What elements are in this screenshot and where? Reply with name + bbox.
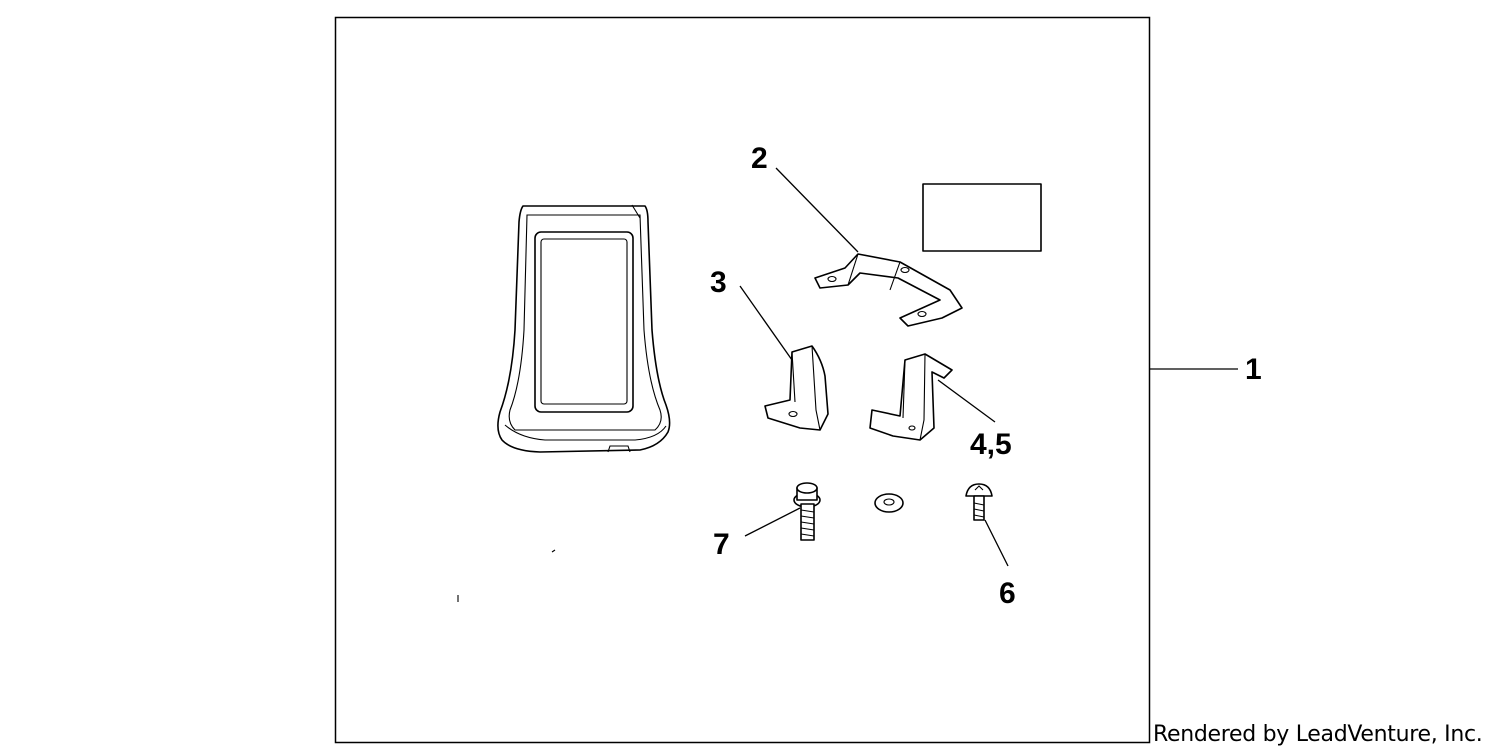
leader-line-4-5 <box>937 379 996 423</box>
leader-line-6 <box>984 519 1009 567</box>
render-credit: Rendered by LeadVenture, Inc. <box>1153 722 1483 747</box>
leader-line-2 <box>775 167 859 253</box>
leader-line-7 <box>744 507 801 537</box>
callout-4-5[interactable]: 4,5 <box>970 428 1012 461</box>
part-clip-3[interactable] <box>764 345 829 431</box>
callout-1[interactable]: 1 <box>1245 353 1262 386</box>
callout-7[interactable]: 7 <box>713 528 730 561</box>
part-washer[interactable] <box>874 493 904 513</box>
part-label-sheet[interactable] <box>922 183 1042 252</box>
leader-line-3 <box>739 285 793 361</box>
callout-3[interactable]: 3 <box>710 266 727 299</box>
part-screw-6[interactable] <box>965 483 993 521</box>
part-clip-4-5[interactable] <box>869 353 953 441</box>
part-bracket-2[interactable] <box>814 253 963 327</box>
part-cover-pad[interactable] <box>497 204 671 453</box>
diagram-frame <box>334 16 1151 744</box>
callout-2[interactable]: 2 <box>751 142 768 175</box>
part-bolt-7[interactable] <box>793 482 821 541</box>
callout-6[interactable]: 6 <box>999 577 1016 610</box>
speck-mark <box>551 549 556 553</box>
